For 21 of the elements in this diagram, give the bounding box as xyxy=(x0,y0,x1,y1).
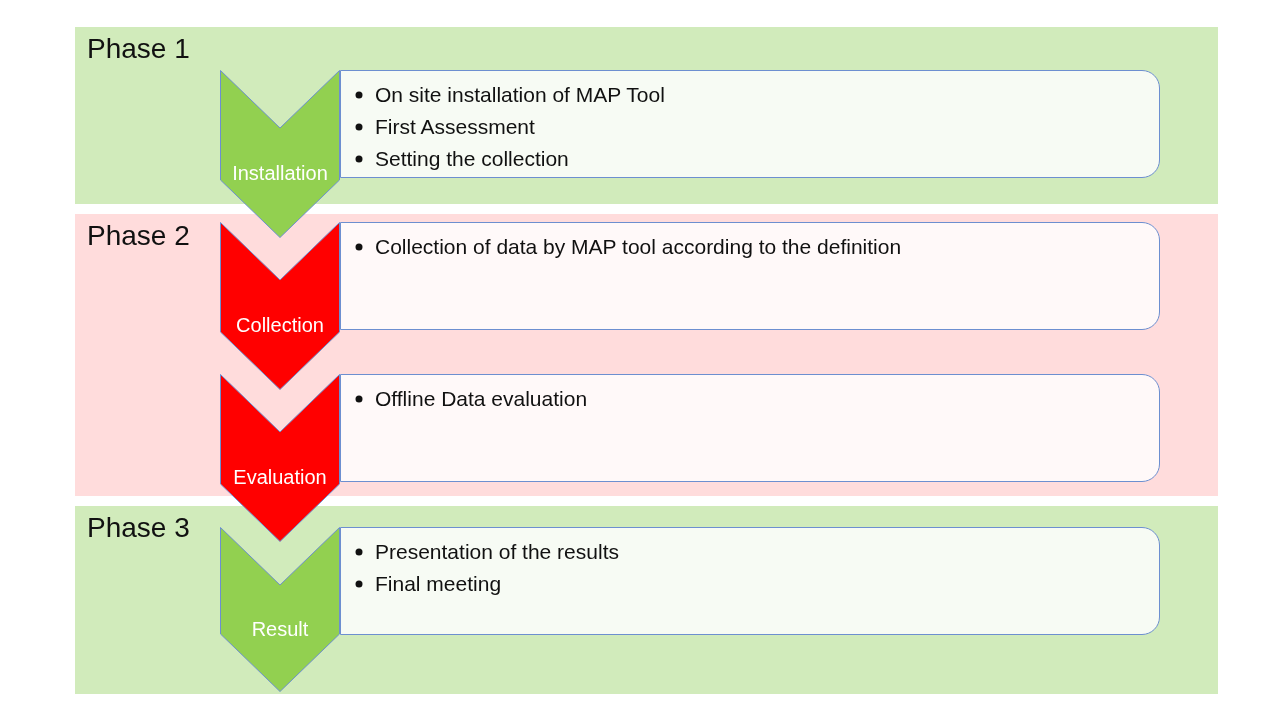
phase-band xyxy=(75,27,1218,204)
step-label: Evaluation xyxy=(232,466,328,489)
step-box xyxy=(340,222,1160,330)
phase-band xyxy=(75,506,1218,694)
step-box xyxy=(340,527,1160,635)
step-label: Installation xyxy=(231,162,329,185)
bullet-text: Final meeting xyxy=(375,572,502,595)
phase-heading: Phase 3 xyxy=(87,512,190,544)
step-label: Result xyxy=(250,617,310,641)
bullet-text: Setting the collection xyxy=(375,147,569,170)
bullet-text: Collection of data by MAP tool according to the definition xyxy=(375,235,902,258)
bullet-text: On site installation of MAP Tool xyxy=(375,83,665,106)
step-label: Collection xyxy=(235,314,325,337)
phase-heading: Phase 1 xyxy=(87,33,190,65)
phase-band xyxy=(75,214,1218,496)
step-box xyxy=(340,70,1160,178)
bullet-text: Offline Data evaluation xyxy=(375,387,588,410)
phase-heading: Phase 2 xyxy=(87,220,190,252)
bullet-text: Presentation of the results xyxy=(375,540,619,563)
step-box xyxy=(340,374,1160,482)
bullet-text: First Assessment xyxy=(375,115,535,138)
